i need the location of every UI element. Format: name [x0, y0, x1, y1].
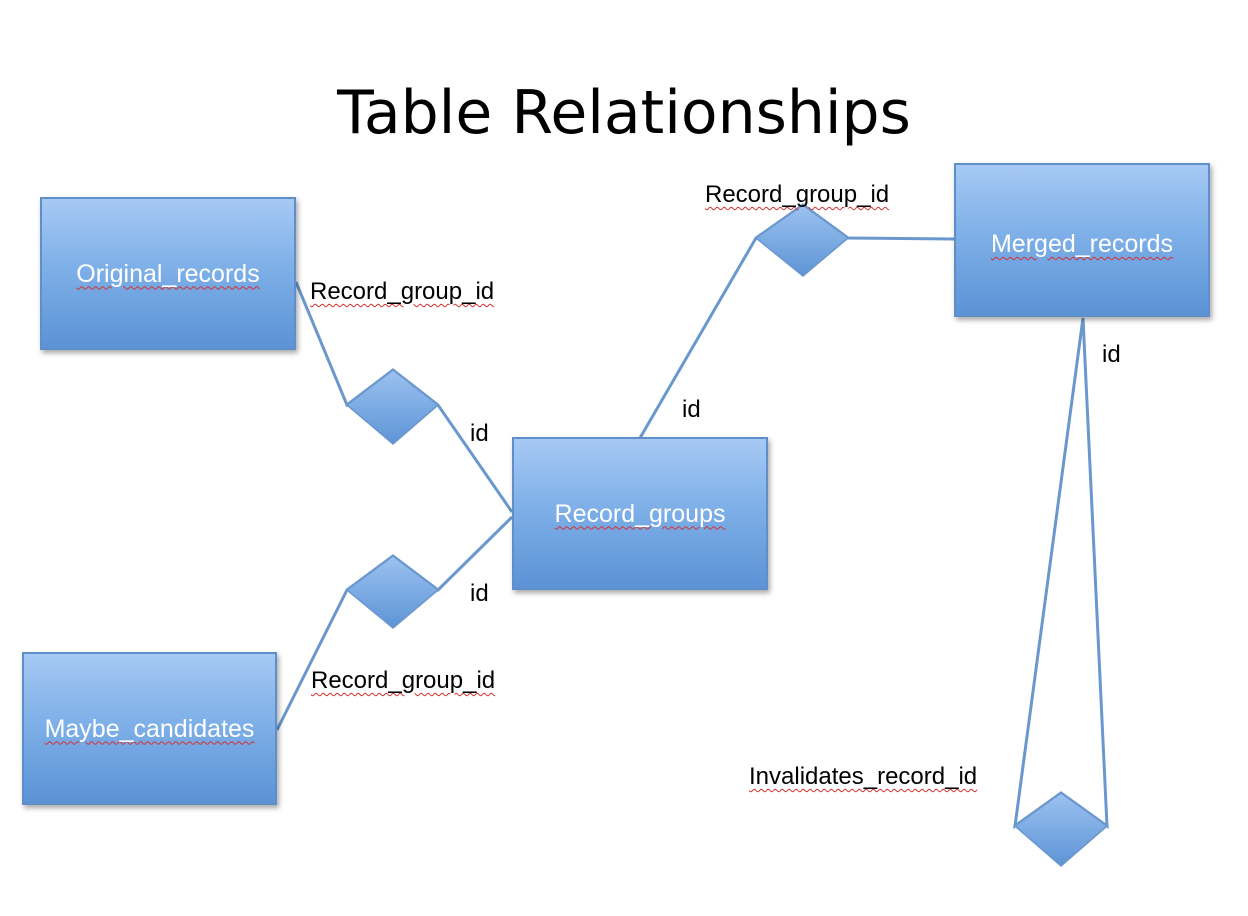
label-invalidates: Invalidates_record_id [749, 763, 978, 790]
entity-maybe-candidates: Maybe_candidates [22, 652, 277, 805]
label-merged-self-id: id [1102, 341, 1121, 368]
label-original-fk: Record_group_id [310, 278, 495, 305]
entity-merged-records: Merged_records [954, 163, 1210, 317]
relationship-diamond-invalidates [1013, 792, 1109, 867]
relationship-diamond-maybe [345, 555, 440, 629]
label-maybe-fk: Record_group_id [311, 667, 496, 694]
label-groups-pk: id [682, 396, 701, 423]
label-maybe-pk: id [470, 580, 489, 607]
entity-original-records: Original_records [40, 197, 296, 350]
entity-record-groups: Record_groups [512, 437, 768, 590]
relationship-diamond-original [345, 369, 440, 445]
page-title: Table Relationships [337, 78, 911, 148]
label-merged-fk: Record_group_id [705, 181, 890, 208]
relationship-diamond-merged [754, 204, 850, 277]
connector-merged-self [1013, 317, 1109, 830]
label-original-pk: id [470, 420, 489, 447]
